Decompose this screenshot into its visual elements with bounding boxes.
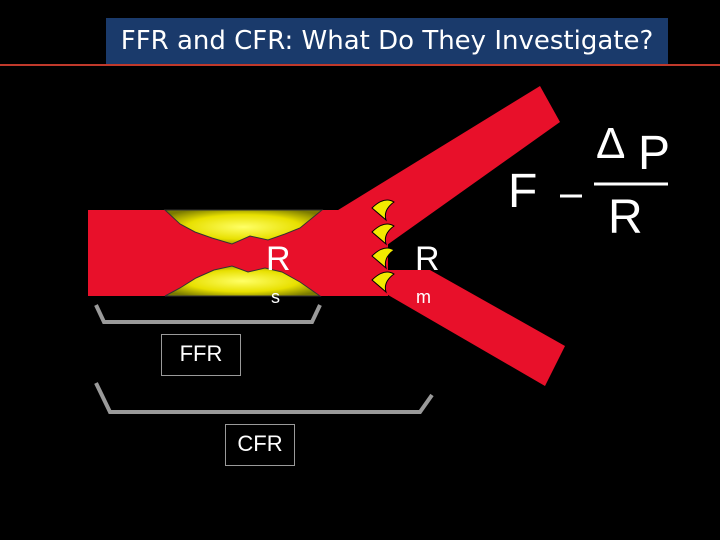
- ffr-bracket: [94, 304, 322, 324]
- cfr-bracket: [94, 382, 434, 414]
- ffr-label-box: FFR: [161, 334, 241, 376]
- formula-resistance: R: [608, 191, 643, 244]
- title-underline: [0, 64, 720, 66]
- slide-title: FFR and CFR: What Do They Investigate?: [106, 18, 668, 64]
- formula-pressure: P: [638, 127, 671, 180]
- rm-label: R: [415, 240, 440, 278]
- formula-delta: Δ: [596, 119, 626, 168]
- rs-label: R: [266, 240, 291, 278]
- plaque-top: [163, 209, 324, 245]
- rs-subscript: s: [271, 287, 280, 307]
- formula-flow: F: [508, 165, 538, 218]
- cfr-label-box: CFR: [225, 424, 295, 466]
- lower-branch: [345, 270, 565, 386]
- microvascular-crescents: [371, 199, 395, 294]
- plaque-bottom: [164, 265, 322, 297]
- rm-subscript: m: [416, 287, 431, 307]
